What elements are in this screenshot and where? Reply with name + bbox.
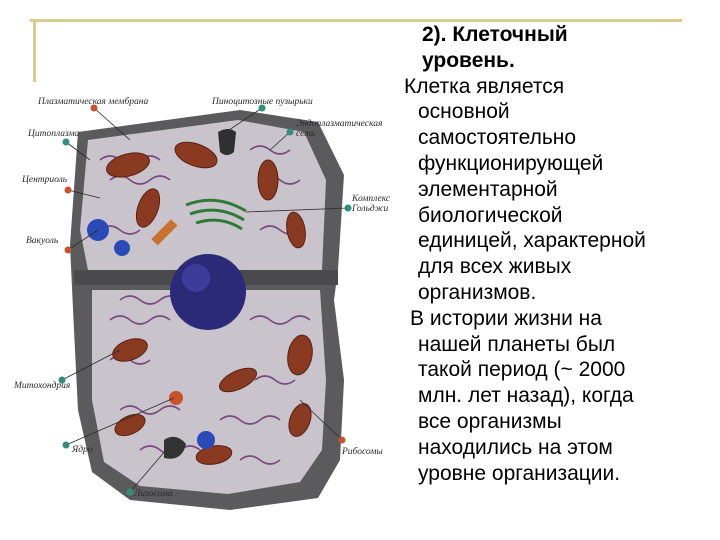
- p2-line-1: В истории жизни на: [410, 306, 602, 330]
- label-golgi: Комплекс Гольджи: [352, 194, 391, 215]
- nucleus-shape: [170, 254, 246, 330]
- p1-line-8: для всех живых: [418, 255, 572, 279]
- p1-line-9: организмов.: [418, 280, 537, 304]
- label-vacuole: Вакуоль: [26, 236, 59, 246]
- frame-left-line: [33, 19, 36, 82]
- nucleolus-highlight: [182, 264, 210, 292]
- p1-line-3: самостоятельно: [418, 126, 577, 150]
- label-er-line2: сеть: [296, 128, 316, 139]
- cytoplasm-lower: [92, 290, 326, 494]
- p1-line-6: биологической: [418, 203, 563, 227]
- p1-line-7: единицей, характерной: [418, 229, 646, 253]
- frame-top-line: [30, 19, 682, 22]
- label-cytoplasm: Цитоплазма: [28, 129, 80, 139]
- ribosome-cluster: [169, 391, 183, 405]
- label-er: Эндоплазматическая сеть: [296, 119, 383, 140]
- title-line-1: 2). Клеточный: [422, 23, 568, 46]
- vacuole-2: [114, 240, 130, 256]
- cell-illustration: [58, 104, 352, 510]
- lysosome-shape: [164, 436, 186, 459]
- label-er-line1: Эндоплазматическая: [296, 119, 383, 129]
- pinocytic-vesicle-shape: [218, 129, 236, 155]
- p2-line-3: такой период (~ 2000: [418, 358, 626, 382]
- paragraph-1: Клетка является основной самостоятельно …: [398, 74, 718, 306]
- text-column: 2). Клеточный уровень. Клетка является о…: [398, 22, 718, 486]
- p2-line-2: нашей планеты был: [418, 332, 616, 356]
- vacuole-3: [197, 431, 215, 449]
- golgi-complex: [185, 198, 247, 231]
- label-nucleus: Ядро: [72, 445, 93, 455]
- slide-title: 2). Клеточный уровень.: [398, 22, 718, 74]
- centriole-shape: [151, 219, 178, 246]
- p1-line-5: элементарной: [418, 177, 558, 201]
- p1-line-1: Клетка является: [404, 74, 565, 98]
- label-golgi-line1: Комплекс: [352, 194, 391, 204]
- paragraph-2: В истории жизни на нашей планеты был так…: [398, 306, 718, 487]
- mitochondria-group: [106, 141, 313, 465]
- p1-line-4: функционирующей: [418, 151, 604, 175]
- p2-line-7: уровне организации.: [418, 461, 621, 485]
- label-centriole: Центриоль: [22, 175, 68, 185]
- p2-line-6: находились на этом: [418, 435, 613, 459]
- label-lysosome: Лизосома: [134, 489, 173, 499]
- p2-line-5: все организмы: [418, 409, 562, 433]
- title-line-2: уровень.: [422, 48, 515, 72]
- label-ribosomes: Рибосомы: [342, 447, 383, 457]
- label-mitochondria: Митохондрия: [14, 381, 71, 391]
- label-golgi-line2: Гольджи: [352, 203, 389, 214]
- label-plasma-membrane: Плазматическая мембрана: [38, 97, 149, 107]
- callout-dots: [58, 104, 352, 496]
- p2-line-4: млн. лет назад), когда: [418, 384, 634, 408]
- p1-line-2: основной: [418, 100, 510, 124]
- label-pinocytic-vesicle: Пиноцитозные пузырьки: [212, 97, 313, 107]
- callout-lines: [61, 107, 349, 493]
- cell-diagram: Плазматическая мембрана Пиноцитозные пуз…: [0, 80, 400, 530]
